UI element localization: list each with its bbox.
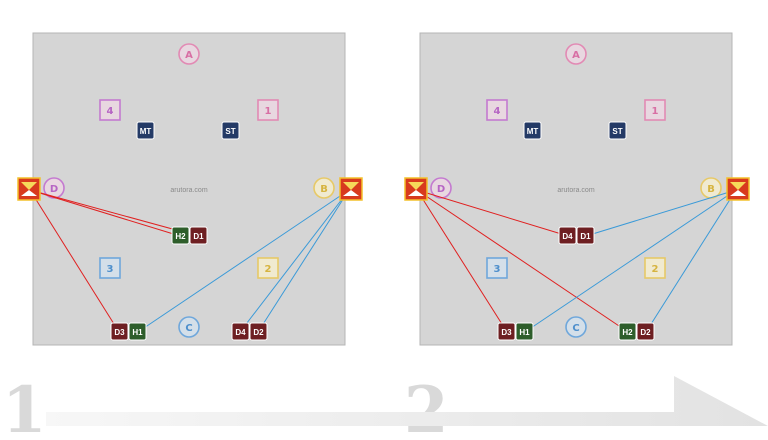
waymark-3: 3 — [99, 257, 121, 279]
svg-text:2: 2 — [652, 264, 659, 275]
waymark-3: 3 — [486, 257, 508, 279]
svg-text:D4: D4 — [562, 232, 573, 241]
svg-text:H1: H1 — [132, 328, 143, 337]
watermark: arutora.com — [170, 187, 208, 194]
marker-mt: MT — [523, 121, 542, 140]
boss-icon-left — [17, 177, 41, 201]
waymark-d: D — [430, 177, 452, 199]
svg-text:2: 2 — [265, 264, 272, 275]
waymark-1: 1 — [644, 99, 666, 121]
arena-floor — [419, 32, 733, 346]
arena-floor — [32, 32, 346, 346]
waymark-a: A — [565, 43, 587, 65]
panel-2: arutora.com A 4 1 D B 3 2 — [404, 32, 750, 346]
tether-lines-right — [524, 189, 737, 333]
svg-text:C: C — [185, 323, 192, 334]
svg-text:A: A — [185, 50, 193, 61]
boss-icon-right — [726, 177, 750, 201]
marker-st: ST — [221, 121, 240, 140]
waymark-a: A — [178, 43, 200, 65]
svg-text:B: B — [320, 184, 328, 195]
svg-text:4: 4 — [107, 106, 114, 117]
waymark-2: 2 — [644, 257, 666, 279]
svg-text:D3: D3 — [501, 328, 512, 337]
svg-text:H2: H2 — [175, 232, 186, 241]
svg-text:D2: D2 — [253, 328, 264, 337]
svg-text:MT: MT — [140, 127, 152, 136]
svg-text:1: 1 — [652, 106, 659, 117]
player-pair-bottom-left: D3 H1 — [497, 322, 534, 341]
waymark-b: B — [313, 177, 335, 199]
svg-text:D2: D2 — [640, 328, 651, 337]
svg-text:D1: D1 — [193, 232, 204, 241]
svg-text:A: A — [572, 50, 580, 61]
svg-text:D4: D4 — [235, 328, 246, 337]
svg-text:3: 3 — [494, 264, 501, 275]
watermark: arutora.com — [557, 187, 595, 194]
svg-text:D: D — [437, 184, 445, 195]
step-number-2: 2 — [404, 373, 449, 440]
tether-lines-right — [137, 189, 350, 333]
boss-icon-left — [404, 177, 428, 201]
player-pair-bottom-right: H2 D2 — [618, 322, 655, 341]
progress-arrow — [46, 376, 768, 426]
player-pair-top: H2 D1 — [171, 226, 208, 245]
waymark-4: 4 — [99, 99, 121, 121]
tether-lines-left — [29, 189, 199, 333]
waymark-c: C — [565, 316, 587, 338]
waymark-d: D — [43, 177, 65, 199]
tether-lines-left — [416, 189, 629, 333]
svg-text:B: B — [707, 184, 715, 195]
svg-text:C: C — [572, 323, 579, 334]
svg-text:1: 1 — [265, 106, 272, 117]
player-pair-bottom-right: D4 D2 — [231, 322, 268, 341]
svg-text:ST: ST — [225, 127, 235, 136]
player-pair-bottom-left: D3 H1 — [110, 322, 147, 341]
marker-mt: MT — [136, 121, 155, 140]
waymark-4: 4 — [486, 99, 508, 121]
marker-st: ST — [608, 121, 627, 140]
svg-text:MT: MT — [527, 127, 539, 136]
svg-text:D: D — [50, 184, 58, 195]
svg-text:D3: D3 — [114, 328, 125, 337]
svg-text:H2: H2 — [622, 328, 633, 337]
waymark-c: C — [178, 316, 200, 338]
step-number-1: 1 — [2, 373, 47, 440]
svg-text:4: 4 — [494, 106, 501, 117]
player-pair-top: D4 D1 — [558, 226, 595, 245]
boss-icon-right — [339, 177, 363, 201]
waymark-2: 2 — [257, 257, 279, 279]
svg-text:3: 3 — [107, 264, 114, 275]
panel-1: arutora.com A 4 1 D B 3 2 — [17, 32, 363, 346]
waymark-1: 1 — [257, 99, 279, 121]
svg-text:D1: D1 — [580, 232, 591, 241]
svg-text:ST: ST — [612, 127, 622, 136]
svg-text:H1: H1 — [519, 328, 530, 337]
